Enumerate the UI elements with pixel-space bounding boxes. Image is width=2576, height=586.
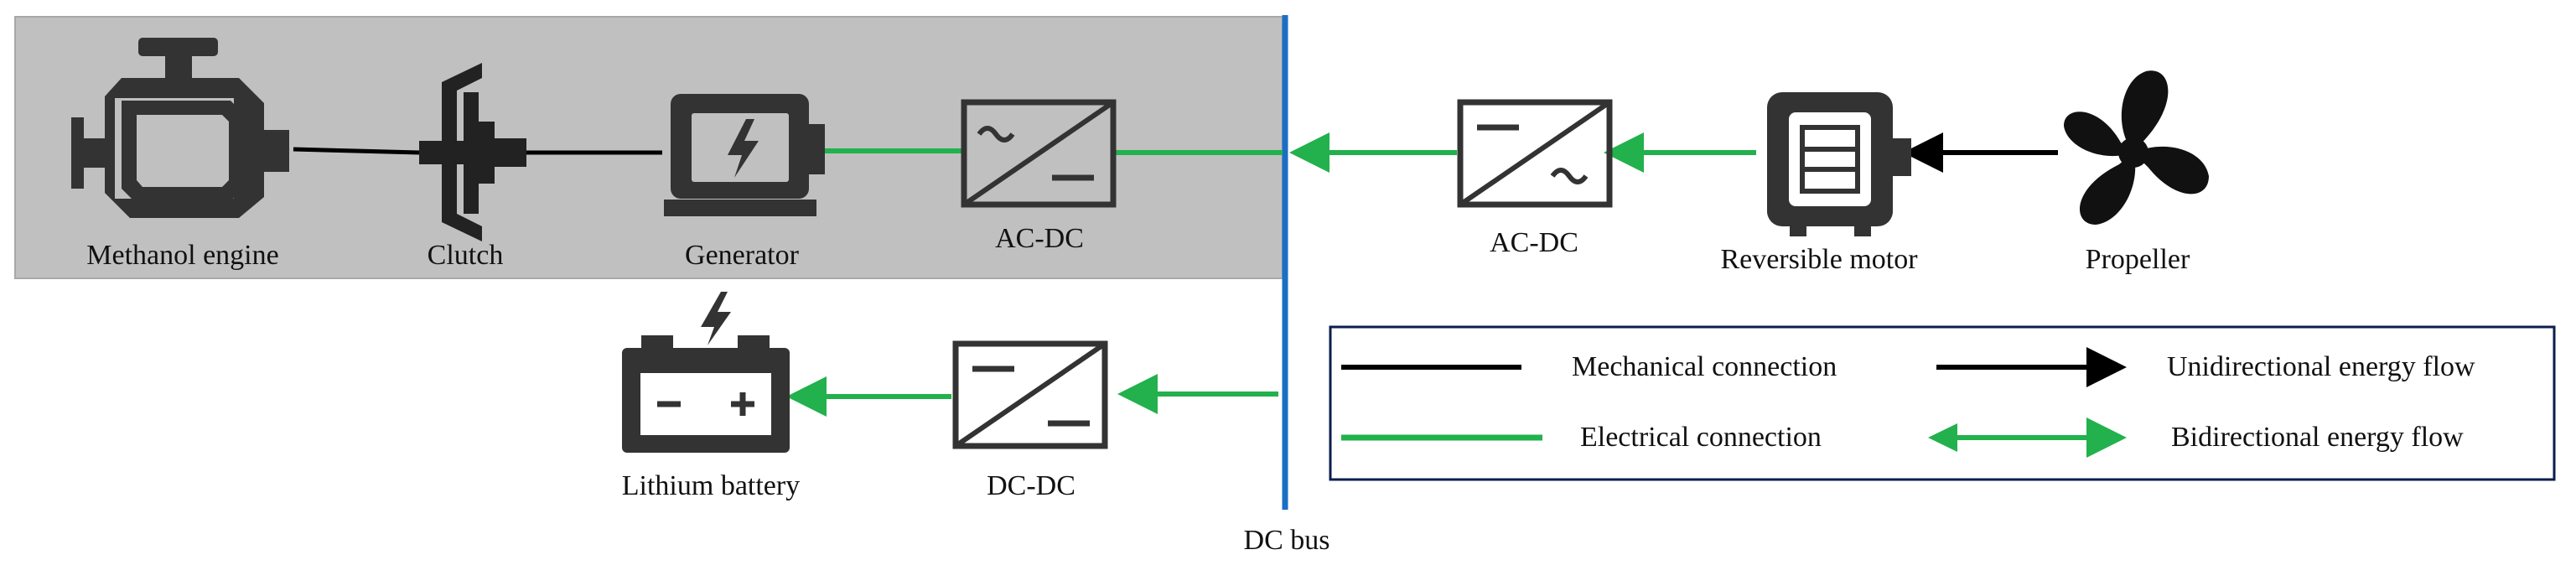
label-propeller: Propeller: [2086, 244, 2190, 275]
battery-icon: [622, 292, 790, 453]
converter-icon-acdc-right: [1457, 99, 1613, 208]
label-reversible-motor: Reversible motor: [1720, 244, 1918, 275]
label-methanol-engine: Methanol engine: [86, 240, 278, 271]
motor-icon: [1767, 92, 1911, 236]
label-generator: Generator: [685, 240, 800, 271]
generator-icon: [664, 94, 825, 216]
label-dc-bus: DC bus: [1244, 525, 1330, 556]
converter-icon-dcdc: [952, 340, 1108, 449]
engine-icon: [71, 38, 289, 218]
legend-bidirectional-label: Bidirectional energy flow: [2171, 422, 2464, 453]
legend-mechanical-label: Mechanical connection: [1572, 351, 1837, 382]
label-lithium-battery: Lithium battery: [622, 470, 800, 501]
label-acdc-right: AC-DC: [1490, 227, 1578, 258]
label-acdc-left: AC-DC: [995, 223, 1084, 254]
engine-clutch-connection: [293, 147, 420, 155]
legend-bidirectional-left-head: [1928, 423, 1957, 452]
converter-icon-acdc-left: [961, 99, 1117, 208]
clutch-icon: [419, 63, 526, 241]
legend-unidirectional-label: Unidirectional energy flow: [2167, 351, 2475, 382]
label-dcdc: DC-DC: [987, 470, 1075, 501]
propeller-icon: [2064, 70, 2209, 225]
legend-electrical-label: Electrical connection: [1580, 422, 1822, 453]
legend-box: [1329, 325, 2556, 481]
legend: Mechanical connection Unidirectional ene…: [1329, 325, 2556, 481]
label-clutch: Clutch: [428, 240, 504, 271]
